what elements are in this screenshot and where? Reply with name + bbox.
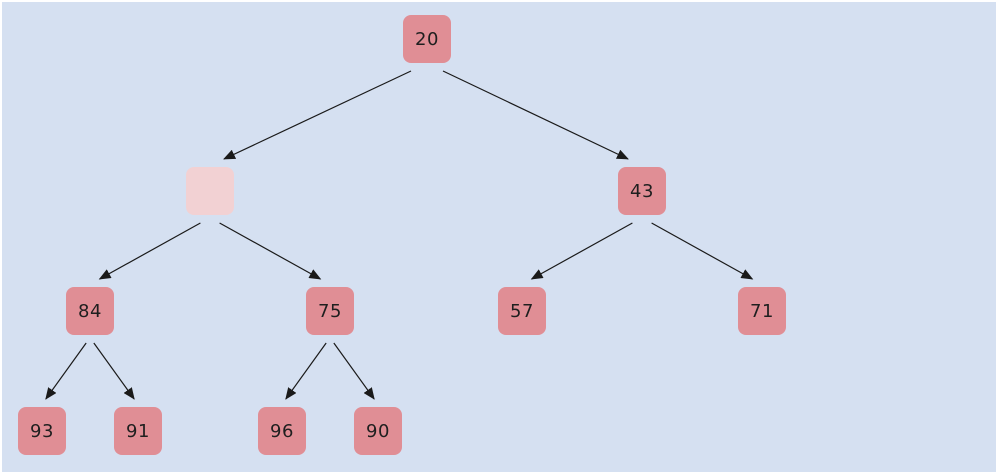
- tree-node: 57: [498, 287, 546, 335]
- node-value: 91: [126, 420, 150, 442]
- tree-node-root: 20: [403, 15, 451, 63]
- tree-node: 43: [618, 167, 666, 215]
- tree-node: 71: [738, 287, 786, 335]
- node-value: 71: [750, 300, 774, 322]
- node-value: 90: [366, 420, 390, 442]
- tree-node: 75: [306, 287, 354, 335]
- node-value: 93: [30, 420, 54, 442]
- node-value: 96: [270, 420, 294, 442]
- tree-node: 90: [354, 407, 402, 455]
- tree-node: 84: [66, 287, 114, 335]
- tree-node: 91: [114, 407, 162, 455]
- node-value: 84: [78, 300, 102, 322]
- node-value: 20: [415, 28, 439, 50]
- node-value: 43: [630, 180, 654, 202]
- tree-node-empty: [186, 167, 234, 215]
- tree-node: 96: [258, 407, 306, 455]
- tree-node: 93: [18, 407, 66, 455]
- node-value: 75: [318, 300, 342, 322]
- node-value: 57: [510, 300, 534, 322]
